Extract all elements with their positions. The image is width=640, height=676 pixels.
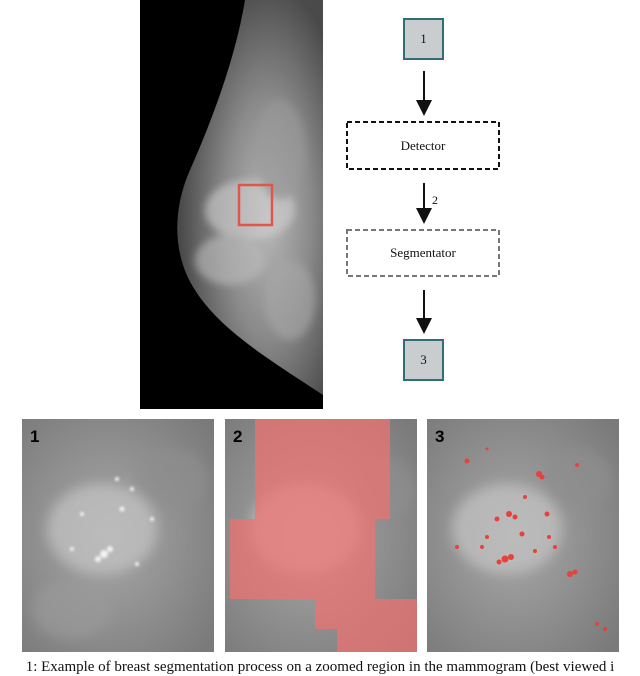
mammogram-image: [140, 0, 323, 409]
zoom-panel-segmentation: 3: [427, 419, 619, 652]
segmentator-label: Segmentator: [390, 245, 456, 260]
detection-mask: [230, 419, 417, 652]
figure-caption: 1: Example of breast segmentation proces…: [25, 659, 615, 675]
panel-2-number: 2: [233, 427, 243, 446]
input-box-label: 1: [420, 31, 427, 46]
detector-box-border: [346, 121, 500, 170]
panel-3-number: 3: [435, 427, 445, 446]
segmentator-box: Segmentator: [347, 230, 499, 276]
flow-arrows: [346, 71, 500, 334]
output-box-label: 3: [420, 352, 427, 367]
zoom-panel-original: 1: [22, 419, 214, 652]
zoom-panel-detection: 2: [225, 419, 417, 652]
region-highlight-box: [237, 183, 274, 227]
segmentation-spots: [455, 447, 607, 631]
segmentator-box-border: [346, 229, 500, 277]
arrow-2-label: 2: [432, 193, 438, 207]
panel-1-number: 1: [30, 427, 40, 446]
detector-label: Detector: [400, 137, 446, 153]
input-box: 1: [403, 18, 444, 60]
detector-box: Detector: [347, 122, 499, 169]
output-box: 3: [403, 339, 444, 381]
